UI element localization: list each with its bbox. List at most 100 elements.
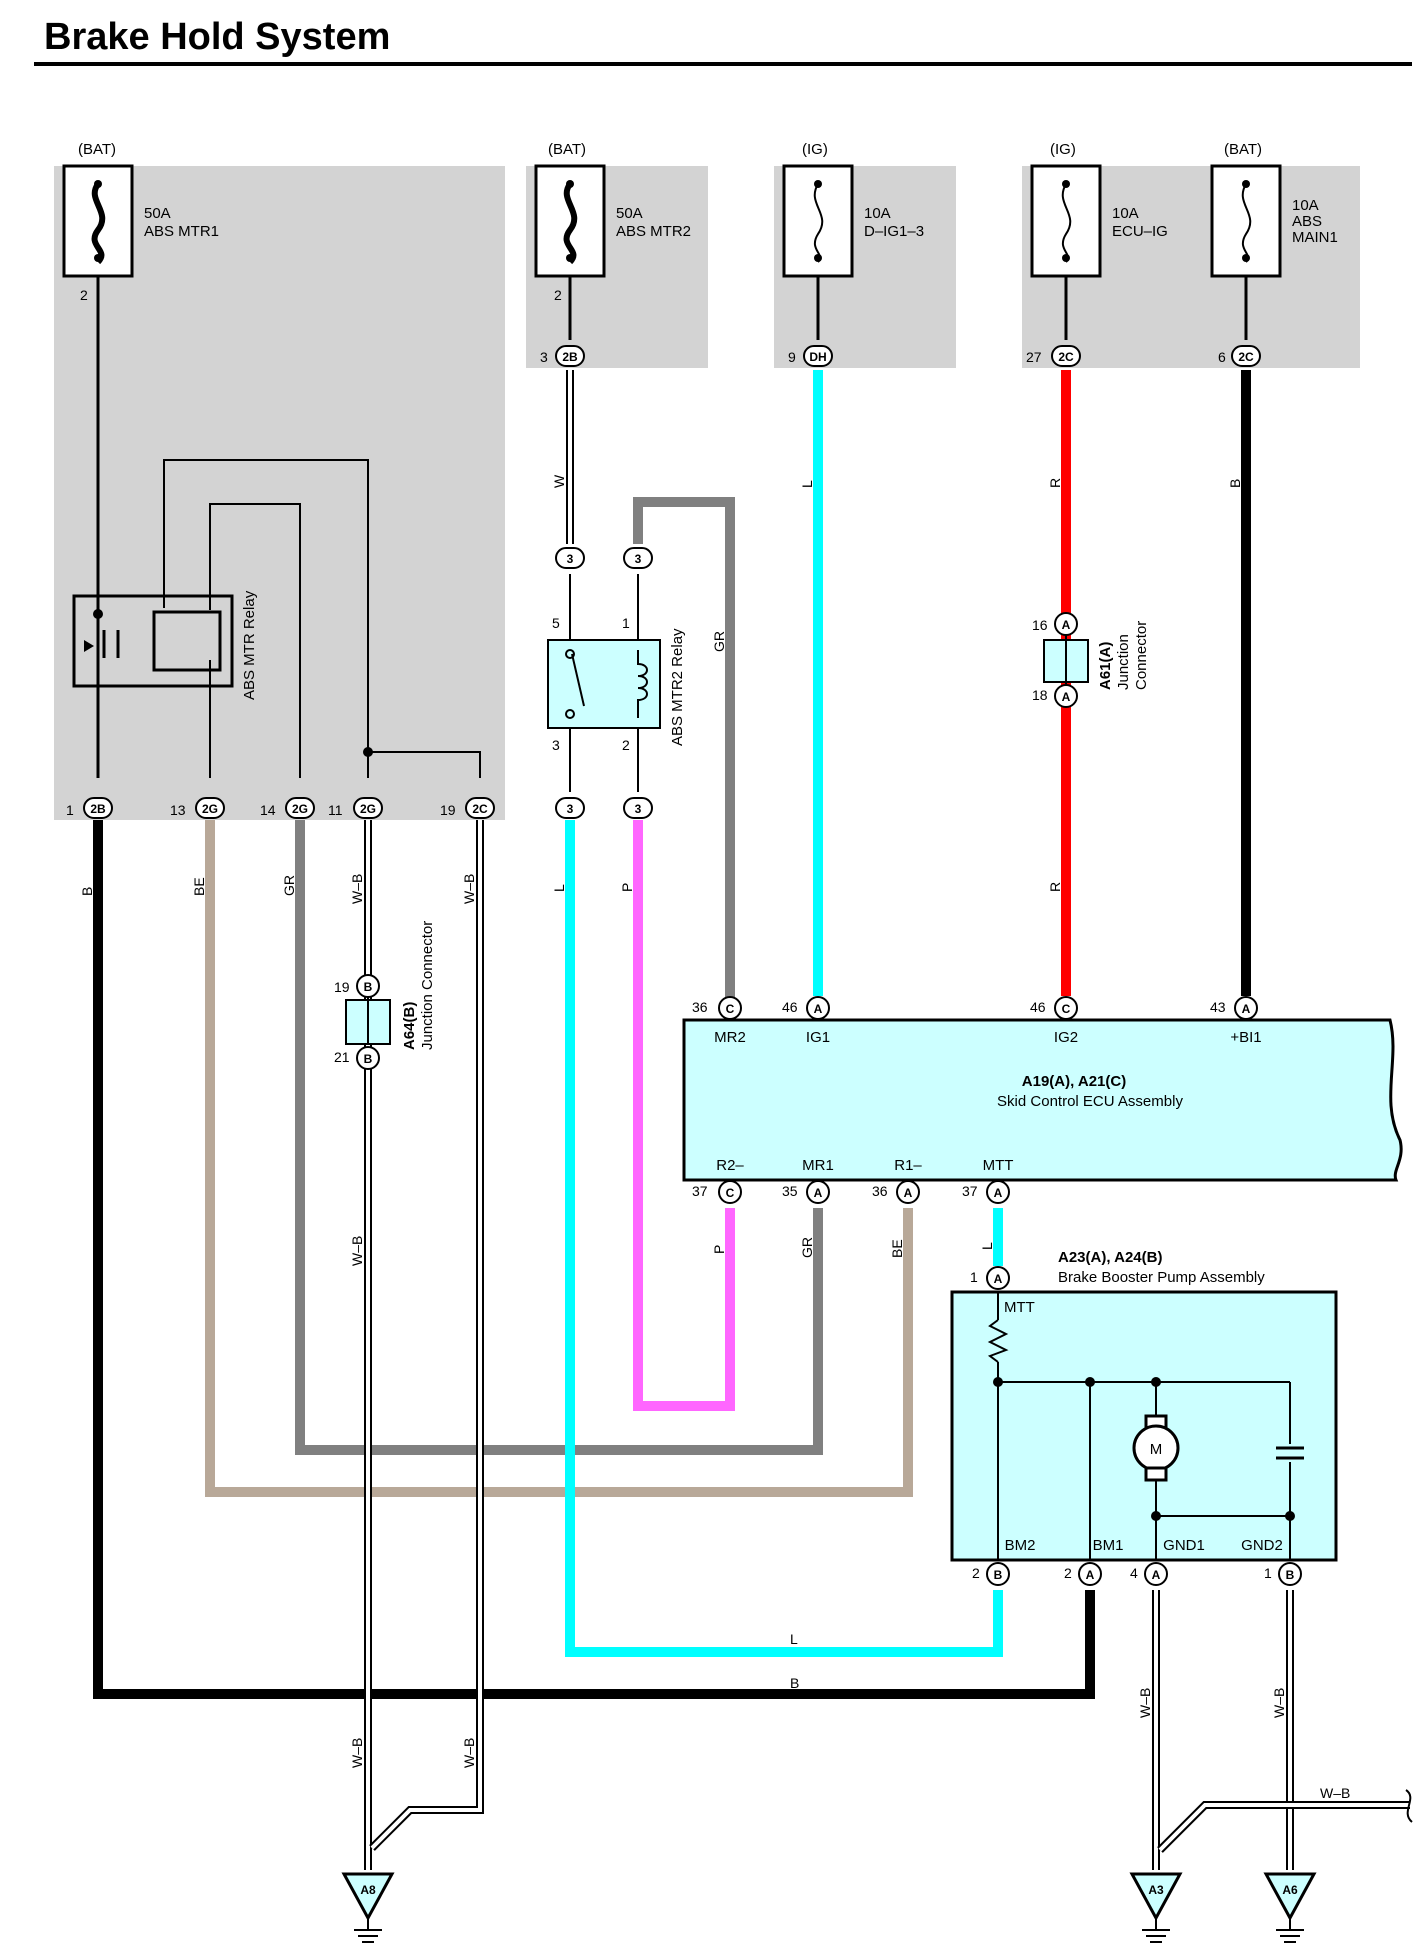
wire-gray-mr2 (633, 497, 735, 1000)
svg-text:3: 3 (635, 802, 642, 816)
svg-text:BE: BE (889, 1239, 905, 1258)
svg-text:C: C (726, 1186, 735, 1200)
svg-text:R2–: R2– (716, 1157, 744, 1174)
jb-bottom-conn-13: 13 2G (170, 797, 225, 819)
svg-text:ABS: ABS (1292, 213, 1322, 230)
svg-text:37: 37 (692, 1183, 708, 1199)
svg-text:1: 1 (970, 1269, 978, 1285)
wire-wb-19-inner (370, 820, 482, 1850)
wire-pink-r2 (633, 820, 735, 1411)
wire-black-bm1 (93, 820, 1095, 1699)
ground-a6: A6 (1263, 1872, 1317, 1943)
svg-text:2G: 2G (202, 802, 218, 816)
svg-text:35: 35 (782, 1183, 798, 1199)
svg-text:10A: 10A (1292, 197, 1319, 214)
wire-relay1-coil-b (209, 503, 301, 778)
svg-text:10A: 10A (864, 205, 891, 222)
svg-text:P: P (619, 883, 635, 892)
abs-mtr2-relay: 3 3 5 1 3 2 3 3 ABS MTR2 Relay (547, 547, 686, 819)
svg-text:2: 2 (80, 287, 88, 303)
svg-text:W–B: W–B (461, 874, 477, 904)
svg-text:46: 46 (782, 999, 798, 1015)
svg-text:11: 11 (328, 802, 343, 818)
svg-text:GR: GR (711, 631, 727, 652)
svg-text:ABS MTR Relay: ABS MTR Relay (241, 590, 258, 700)
svg-text:GND2: GND2 (1241, 1537, 1283, 1554)
svg-text:MAIN1: MAIN1 (1292, 229, 1338, 246)
svg-text:ABS MTR1: ABS MTR1 (144, 223, 219, 240)
conn-2c-top-6: 6 2C (1218, 345, 1261, 367)
page-title: Brake Hold System (44, 16, 391, 58)
svg-text:ABS MTR2: ABS MTR2 (616, 223, 691, 240)
wire-wb-right-inner (1158, 1803, 1410, 1852)
svg-text:(BAT): (BAT) (1224, 141, 1262, 158)
svg-text:L: L (790, 1631, 798, 1647)
jb-bottom-conn-1: 1 2B (66, 797, 113, 819)
svg-text:13: 13 (170, 802, 186, 818)
svg-text:3: 3 (540, 349, 548, 365)
svg-text:A19(A), A21(C): A19(A), A21(C) (1022, 1073, 1126, 1090)
svg-text:B: B (364, 980, 373, 994)
svg-text:14: 14 (260, 802, 276, 818)
svg-text:IG1: IG1 (806, 1029, 830, 1046)
jb-bottom-conn-11: 11 2G (328, 797, 383, 819)
svg-text:B: B (994, 1568, 1003, 1582)
fuse-abs-mtr1: (BAT) 50A ABS MTR1 2 (62, 141, 219, 303)
wire-gray-mr1 (295, 820, 823, 1455)
svg-text:A: A (1062, 690, 1071, 704)
svg-text:2: 2 (622, 737, 630, 753)
svg-text:W–B: W–B (461, 1738, 477, 1768)
svg-text:2: 2 (1064, 1565, 1072, 1581)
svg-text:R1–: R1– (894, 1157, 922, 1174)
svg-text:10A: 10A (1112, 205, 1139, 222)
svg-text:BM1: BM1 (1093, 1537, 1124, 1554)
title-rule (34, 62, 1412, 66)
svg-text:W–B: W–B (349, 1738, 365, 1768)
svg-text:A: A (1242, 1002, 1251, 1016)
fuse-ecu-ig: (IG) 10A ECU–IG (1030, 141, 1168, 278)
svg-text:ABS MTR2 Relay: ABS MTR2 Relay (669, 628, 686, 746)
fuse-abs-mtr2: (BAT) 50A ABS MTR2 2 (534, 141, 691, 303)
wire-relay1-coil-a (163, 459, 369, 778)
svg-text:DH: DH (809, 350, 826, 364)
junction-connector-a64: 19 B B 21 A64(B) Junction Connector (334, 921, 436, 1070)
svg-text:A: A (814, 1186, 823, 1200)
svg-text:BE: BE (191, 877, 207, 896)
svg-text:A3: A3 (1148, 1883, 1164, 1897)
svg-text:R: R (1047, 478, 1063, 488)
svg-text:GR: GR (281, 875, 297, 896)
svg-text:2C: 2C (472, 802, 488, 816)
fuse-abs-main1: (BAT) 10A ABS MAIN1 (1210, 141, 1338, 278)
svg-text:C: C (1062, 1002, 1071, 1016)
svg-text:MR1: MR1 (802, 1157, 834, 1174)
svg-text:L: L (799, 480, 815, 488)
svg-text:36: 36 (872, 1183, 888, 1199)
svg-text:A61(A): A61(A) (1097, 642, 1114, 690)
svg-text:50A: 50A (144, 205, 171, 222)
svg-text:37: 37 (962, 1183, 978, 1199)
svg-text:A: A (814, 1002, 823, 1016)
wire-labels: W L R B GR B BE GR W–B W–B L P R W–B P G… (79, 474, 1350, 1801)
svg-text:2C: 2C (1058, 350, 1074, 364)
svg-text:L: L (979, 1242, 995, 1250)
svg-text:2B: 2B (90, 802, 106, 816)
svg-text:6: 6 (1218, 349, 1226, 365)
conn-2b-top: 3 2B (540, 345, 585, 367)
svg-text:4: 4 (1130, 1565, 1138, 1581)
svg-text:3: 3 (552, 737, 560, 753)
svg-text:MTT: MTT (1004, 1299, 1035, 1316)
svg-text:C: C (726, 1002, 735, 1016)
svg-text:A: A (904, 1186, 913, 1200)
svg-text:A: A (1062, 618, 1071, 632)
jb-bottom-conn-14: 14 2G (260, 797, 315, 819)
svg-text:B: B (790, 1675, 799, 1691)
ground-a3: A3 (1129, 1872, 1183, 1943)
svg-text:GR: GR (799, 1237, 815, 1258)
svg-text:P: P (711, 1245, 727, 1254)
svg-text:(IG): (IG) (802, 141, 828, 158)
svg-text:3: 3 (567, 802, 574, 816)
svg-text:+BI1: +BI1 (1230, 1029, 1261, 1046)
svg-text:W–B: W–B (1137, 1688, 1153, 1718)
svg-text:R: R (1047, 882, 1063, 892)
svg-text:2B: 2B (562, 350, 578, 364)
